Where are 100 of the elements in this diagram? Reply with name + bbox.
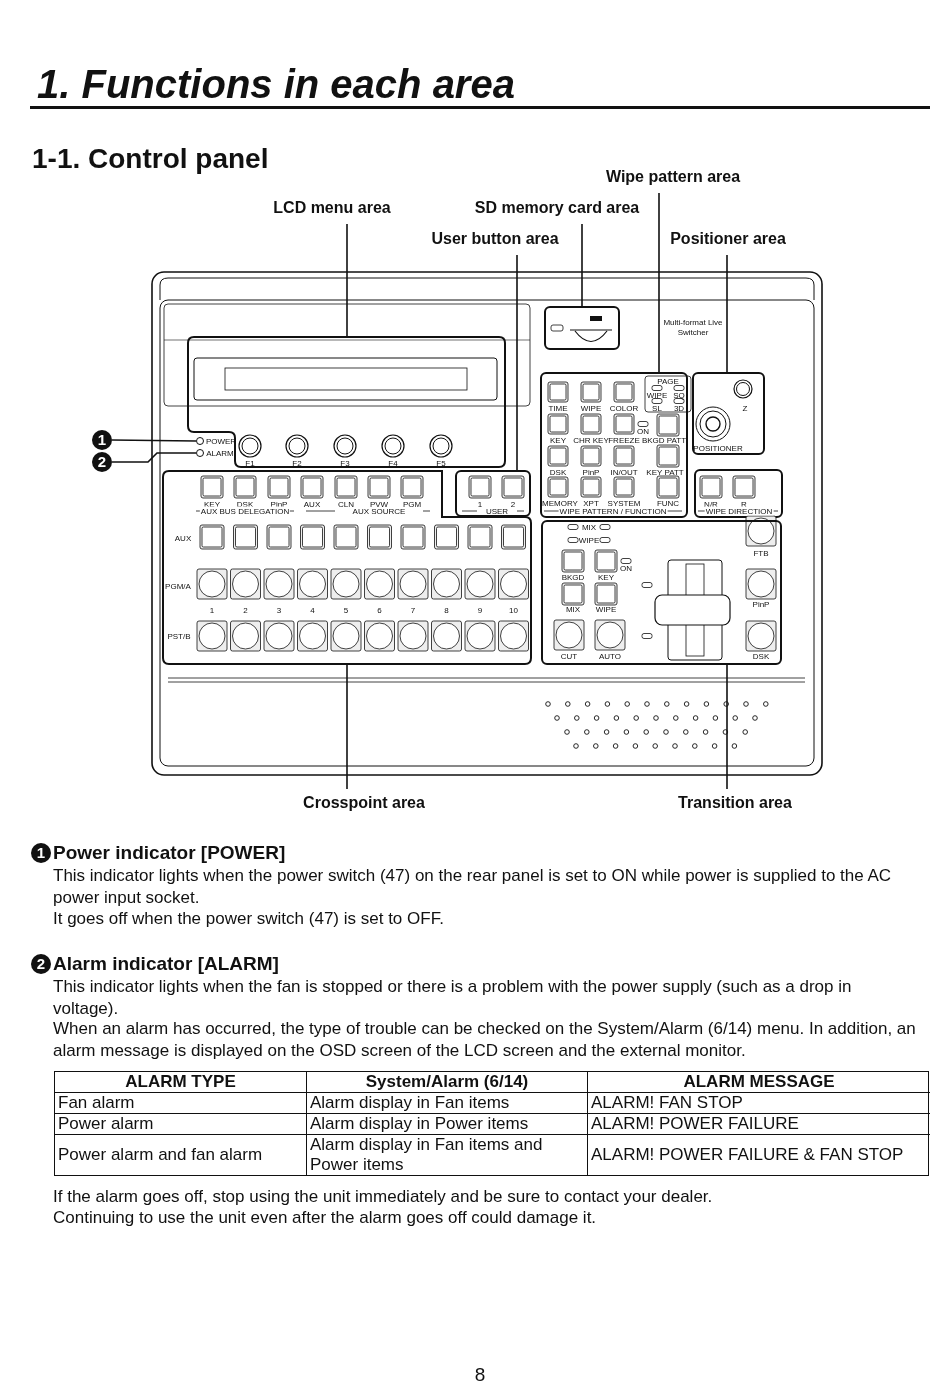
number-badge: 2 bbox=[92, 452, 112, 472]
indicator-lamp bbox=[196, 449, 204, 457]
panel-label: IN/OUT bbox=[609, 467, 639, 477]
table-cell: Fan alarm bbox=[55, 1093, 307, 1114]
callout-label: User button area bbox=[431, 229, 559, 249]
callout-label: Wipe pattern area bbox=[605, 167, 741, 187]
panel-label: PinP bbox=[581, 467, 601, 477]
panel-label: SYSTEM bbox=[606, 498, 642, 508]
panel-label: PST/B bbox=[166, 631, 192, 641]
callout-label: Crosspoint area bbox=[303, 793, 425, 813]
panel-label: BKGD bbox=[560, 572, 586, 582]
paragraph: It goes off when the power switch (47) is set to OFF. bbox=[53, 908, 445, 930]
panel-label: AUTO bbox=[597, 651, 623, 661]
panel-label: XPT bbox=[582, 498, 600, 508]
panel-label: PAGE bbox=[656, 376, 680, 386]
panel-label: WIPE DIRECTION bbox=[704, 506, 774, 516]
panel-label: WIPE bbox=[577, 535, 601, 545]
number-badge: 1 bbox=[31, 843, 51, 863]
callout-label: Transition area bbox=[678, 793, 792, 813]
paragraph: Continuing to use the unit even after the alarm goes off could damage it. bbox=[53, 1207, 598, 1229]
panel-label: F1 bbox=[244, 458, 256, 468]
section-heading: Power indicator [POWER] bbox=[53, 842, 286, 864]
paragraph: When an alarm has occurred, the type of trouble can be checked on the System/Alarm (6/14) menu. In addition, an alarm message is displayed on the OSD screen of the LCD screen and the external monitor. bbox=[53, 1018, 917, 1061]
panel-label: 2 bbox=[242, 605, 249, 615]
area-outline bbox=[455, 470, 531, 517]
paragraph: This indicator lights when the power switch (47) on the rear panel is set to ON while power is supplied to the AC power input socket. bbox=[53, 865, 893, 908]
paragraph: If the alarm goes off, stop using the unit immediately and be sure to contact your dealer. bbox=[53, 1186, 714, 1208]
panel-label: KEY PATT bbox=[645, 467, 685, 477]
paragraph: This indicator lights when the fan is stopped or there is a problem with the power supply (such as a drop in voltage). bbox=[53, 976, 853, 1019]
leader-line bbox=[111, 439, 197, 442]
leader-line bbox=[726, 664, 728, 790]
panel-label: PGM/A bbox=[164, 581, 192, 591]
panel-label: PVW bbox=[369, 499, 389, 509]
indicator-lamp bbox=[196, 437, 204, 445]
panel-label: 2 bbox=[509, 499, 517, 509]
panel-label: 3D bbox=[672, 403, 686, 413]
leader-line bbox=[516, 254, 518, 471]
panel-label: 4 bbox=[309, 605, 316, 615]
table-cell-text: ALARM! POWER FAILURE & FAN STOP bbox=[590, 1144, 905, 1166]
panel-label: 3 bbox=[275, 605, 283, 615]
panel-label: ALARM bbox=[205, 448, 235, 458]
panel-label: FTB bbox=[752, 548, 770, 558]
panel-label: CLN bbox=[337, 499, 354, 509]
panel-label: USER bbox=[484, 506, 510, 516]
panel-label: WIPE PATTERN / FUNCTION bbox=[558, 506, 668, 516]
number-badge: 1 bbox=[92, 430, 112, 450]
panel-label: SQ bbox=[672, 390, 686, 400]
panel-label: CUT bbox=[559, 651, 579, 661]
area-outline bbox=[540, 372, 688, 518]
panel-label: COLOR bbox=[608, 403, 640, 413]
area-outline bbox=[541, 520, 782, 665]
panel-label: TIME bbox=[547, 403, 569, 413]
panel-label: 7 bbox=[409, 605, 417, 615]
table-header: ALARM MESSAGE bbox=[588, 1072, 930, 1093]
panel-label: KEY bbox=[597, 572, 615, 582]
panel-label: KEY bbox=[204, 499, 221, 509]
panel-label: F2 bbox=[291, 458, 303, 468]
panel-label: ON bbox=[619, 563, 633, 573]
panel-label: PinP bbox=[270, 499, 288, 509]
panel-label: R bbox=[741, 499, 747, 509]
table-cell: Alarm display in Power items bbox=[307, 1114, 588, 1135]
table-cell: Alarm display in Fan items and Power items bbox=[307, 1135, 588, 1175]
table-header: System/Alarm (6/14) bbox=[307, 1072, 588, 1093]
leader-line bbox=[346, 223, 348, 337]
panel-label: N/R bbox=[703, 499, 718, 509]
number-badge: 2 bbox=[31, 954, 51, 974]
table-cell: ALARM! POWER FAILURE bbox=[588, 1114, 930, 1135]
panel-label: DSK bbox=[548, 467, 568, 477]
table-cell: Power alarm and fan alarm bbox=[55, 1135, 307, 1175]
panel-label: 8 bbox=[443, 605, 450, 615]
panel-label: ON bbox=[636, 426, 650, 436]
area-outline bbox=[544, 306, 620, 350]
panel-label: AUX BUS DELEGATION bbox=[199, 506, 291, 516]
panel-label: Z bbox=[741, 403, 749, 413]
panel-label: WIPE bbox=[579, 403, 603, 413]
panel-label: F3 bbox=[339, 458, 351, 468]
callout-label: SD memory card area bbox=[474, 198, 640, 218]
section-heading: Alarm indicator [ALARM] bbox=[53, 953, 279, 975]
panel-label: DSK bbox=[751, 651, 771, 661]
panel-label: FUNC bbox=[655, 498, 681, 508]
panel-label: KEY bbox=[549, 435, 567, 445]
panel-label: SL bbox=[651, 403, 663, 413]
panel-label: AUX SOURCE bbox=[352, 506, 406, 516]
panel-label: MIX bbox=[564, 604, 582, 614]
leader-line bbox=[346, 664, 348, 790]
panel-label: 5 bbox=[342, 605, 350, 615]
table-cell: Alarm display in Fan items bbox=[307, 1093, 588, 1114]
panel-label: BKGD PATT bbox=[640, 435, 688, 445]
panel-label: F4 bbox=[387, 458, 399, 468]
panel-label: PGM bbox=[402, 499, 423, 509]
panel-label: CHR KEY bbox=[572, 435, 609, 445]
leader-line bbox=[581, 223, 583, 307]
leader-line bbox=[658, 192, 660, 373]
leader-line bbox=[111, 452, 197, 463]
panel-label: MIX bbox=[580, 522, 598, 532]
panel-label: WIPE bbox=[645, 390, 669, 400]
panel-label: Multi-format Live Switcher bbox=[663, 318, 723, 338]
panel-label: AUX bbox=[173, 533, 193, 543]
panel-label: MEMORY bbox=[541, 498, 579, 508]
panel-label: 1 bbox=[208, 605, 216, 615]
